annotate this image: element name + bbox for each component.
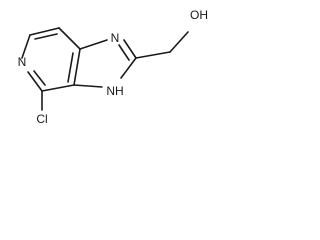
bond-c6-n5 — [21, 34, 31, 59]
bond-ch2-o — [169, 31, 189, 53]
atom-labels: N N NH Cl OH — [18, 8, 208, 126]
bond-c7-c6-inner — [34, 33, 58, 40]
bond-n1-c2-inner — [118, 44, 130, 61]
imidazole-nitrogen-label: N — [111, 31, 120, 45]
bond-c3a-c7a — [73, 48, 81, 86]
bond-c7-c6 — [29, 27, 60, 36]
pyridine-nitrogen-label: N — [18, 55, 27, 69]
bond-c2-n3 — [120, 57, 137, 79]
bond-c3a-c7a-inner — [67, 52, 74, 83]
chlorine-label: Cl — [36, 112, 47, 126]
bond-c2-ch2 — [135, 51, 171, 59]
bond-n1-c2 — [123, 39, 137, 59]
bond-c7a-c7 — [58, 27, 81, 50]
bond-c7a-n1 — [79, 39, 108, 50]
hydroxyl-label: OH — [190, 8, 208, 22]
nh-label: NH — [106, 84, 123, 98]
bond-c4-c3a — [41, 84, 75, 92]
structure-canvas: N N NH Cl OH — [18, 8, 208, 126]
bonds — [21, 27, 189, 111]
bond-n3-c3a — [73, 84, 103, 88]
bond-n5-c4-inner — [33, 70, 46, 86]
bond-n5-c4 — [27, 71, 43, 92]
